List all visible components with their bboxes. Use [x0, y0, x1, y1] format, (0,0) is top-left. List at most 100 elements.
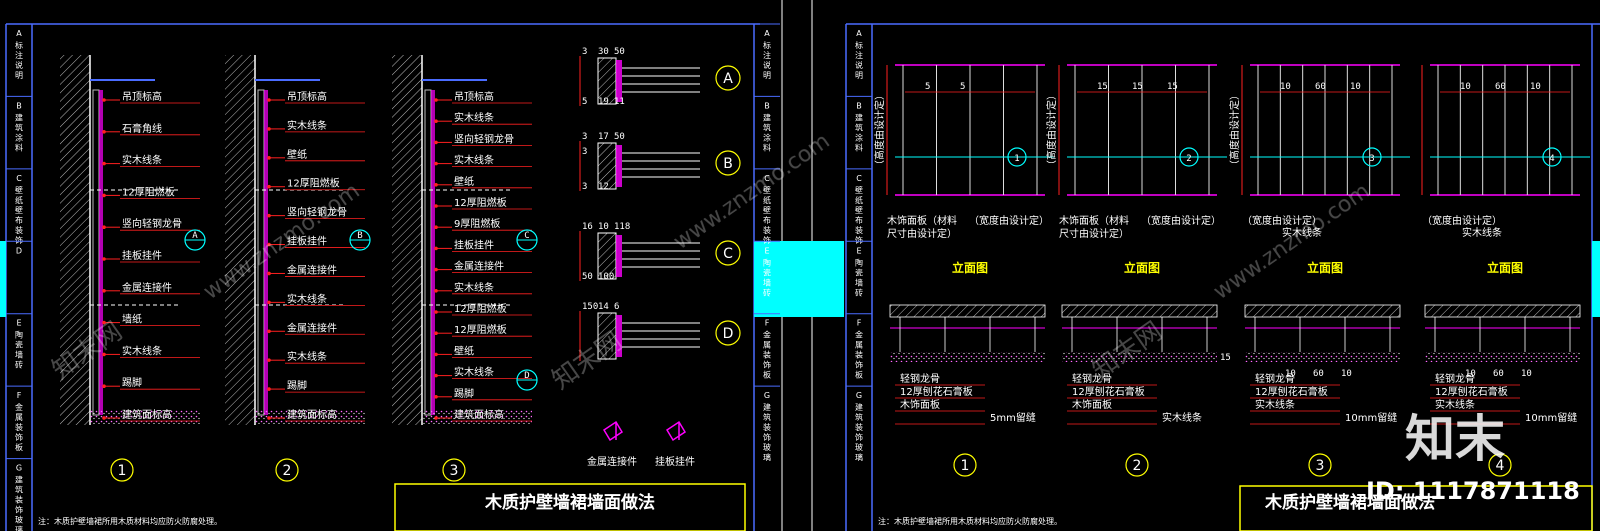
floor-finish: [255, 410, 365, 424]
watermark-id: ID: 1117871118: [1366, 477, 1580, 505]
leader-dot: [102, 384, 106, 389]
elevation-dim: 15: [1132, 82, 1143, 92]
sidebar-code: B: [856, 101, 862, 110]
sidebar-char: 建: [15, 475, 23, 485]
sidebar-char: 壁: [763, 205, 771, 215]
section-label: 吊顶标高: [287, 90, 327, 103]
sidebar-char: 饰: [15, 235, 23, 245]
sidebar-char: 玻: [855, 442, 863, 452]
sidebar-char: 建: [855, 112, 863, 122]
section-label: 吊顶标高: [122, 90, 162, 103]
elevation-label: （宽度由设计定）: [1422, 214, 1502, 227]
elevation-label: 实木线条: [1462, 226, 1502, 239]
plan-label: 12厚刨花石膏板: [1072, 385, 1145, 398]
detail-dim: 50: [614, 47, 625, 57]
plan-number: 2: [1133, 458, 1142, 474]
plan-label: 实木线条: [1435, 398, 1475, 411]
detail-dim: 19: [598, 97, 609, 107]
leader-dot: [102, 352, 106, 357]
section-number-circle: [275, 458, 299, 482]
sidebar-char: 料: [15, 142, 23, 152]
plan-sections: 轻钢龙骨12厚刨花石膏板木饰面板5mm留缝1轻钢龙骨12厚刨花石膏板木饰面板实木…: [889, 304, 1581, 477]
leader-dot: [267, 416, 271, 420]
detail-dim: 3: [582, 132, 587, 142]
detail-dim: 11: [614, 97, 625, 107]
plan-label: 10mm留缝: [1345, 411, 1397, 424]
elevation-dim: 5: [960, 82, 965, 92]
leader-dot: [267, 184, 271, 189]
sidebar-char: 标: [763, 40, 771, 50]
plan-wall: [1244, 304, 1401, 318]
sidebar-char: 注: [855, 50, 863, 60]
section-label: 挂板挂件: [287, 235, 327, 248]
sidebar-char: 筑: [15, 485, 23, 495]
profile-finish: [616, 60, 622, 102]
sidebar-char: 明: [15, 71, 23, 80]
detail-dim: 3: [582, 147, 587, 157]
section-label: 踢脚: [454, 387, 474, 400]
sidebar-char: 璃: [763, 452, 771, 462]
plan-label: 12厚刨花石膏板: [900, 385, 973, 398]
plan-dim: 10: [1521, 369, 1532, 379]
fitting-shape: [602, 420, 624, 442]
section-label: 壁纸: [454, 175, 474, 188]
sidebar-char: 玻: [15, 515, 23, 525]
sidebar-char: 砖: [15, 360, 23, 370]
elevation-marker-circle: [1362, 147, 1382, 167]
detail-letter-circle: [715, 320, 741, 346]
section-label: 挂板挂件: [122, 249, 162, 262]
detail-letter: C: [723, 246, 733, 262]
plan-dim: 15: [1220, 353, 1231, 363]
plan-dim: 60: [1313, 369, 1324, 379]
panel-finish: [99, 90, 103, 415]
sidebar-code: C: [16, 174, 22, 183]
section-label: 竖向轻钢龙骨: [454, 132, 514, 145]
section-label: 12厚阻燃板: [454, 196, 507, 209]
leader-dot: [434, 119, 438, 123]
plan-label: 轻钢龙骨: [1255, 372, 1295, 385]
title-right: 木质护壁墙裙墙面做法: [1264, 492, 1435, 513]
fitting-0: 金属连接件: [587, 420, 637, 468]
sidebar-code: F: [765, 319, 770, 328]
sidebar-char: 筑: [763, 412, 771, 422]
sidebar-char: 筑: [855, 412, 863, 422]
section-label: 金属连接件: [287, 263, 337, 276]
sidebar-char: 装: [855, 225, 863, 235]
sidebar-char: 布: [855, 215, 863, 225]
detail-letter-circle: [715, 65, 741, 91]
detail-dim: 5: [582, 97, 587, 107]
sidebar-char: 瓷: [763, 267, 771, 277]
plan-finish: [1425, 352, 1580, 362]
sidebar-char: 壁: [15, 205, 23, 215]
detail-dim: 50: [582, 272, 593, 282]
detail-dim: 12: [598, 182, 609, 192]
leader-dot: [267, 300, 271, 305]
wall-hatch: [225, 55, 255, 425]
elevation-marker: 4: [1549, 154, 1554, 164]
plan-wall: [1424, 304, 1581, 318]
section-label: 建筑面标高: [122, 408, 172, 421]
section-label: 金属连接件: [122, 281, 172, 294]
sidebar-char: 饰: [855, 360, 863, 370]
sidebar-char: 璃: [855, 452, 863, 462]
plan-label: 轻钢龙骨: [900, 372, 940, 385]
detail-marker-letter: C: [524, 231, 529, 241]
sidebar-char: 饰: [855, 235, 863, 245]
leader-dot: [267, 387, 271, 391]
section-label: 实木线条: [287, 119, 327, 132]
leader-dot: [267, 271, 271, 276]
elevation-marker: 1: [1014, 154, 1019, 164]
profile-finish: [616, 145, 622, 187]
elevation-marker: 3: [1369, 154, 1374, 164]
sidebar-char: 涂: [855, 132, 863, 142]
leader-dot: [102, 257, 106, 261]
